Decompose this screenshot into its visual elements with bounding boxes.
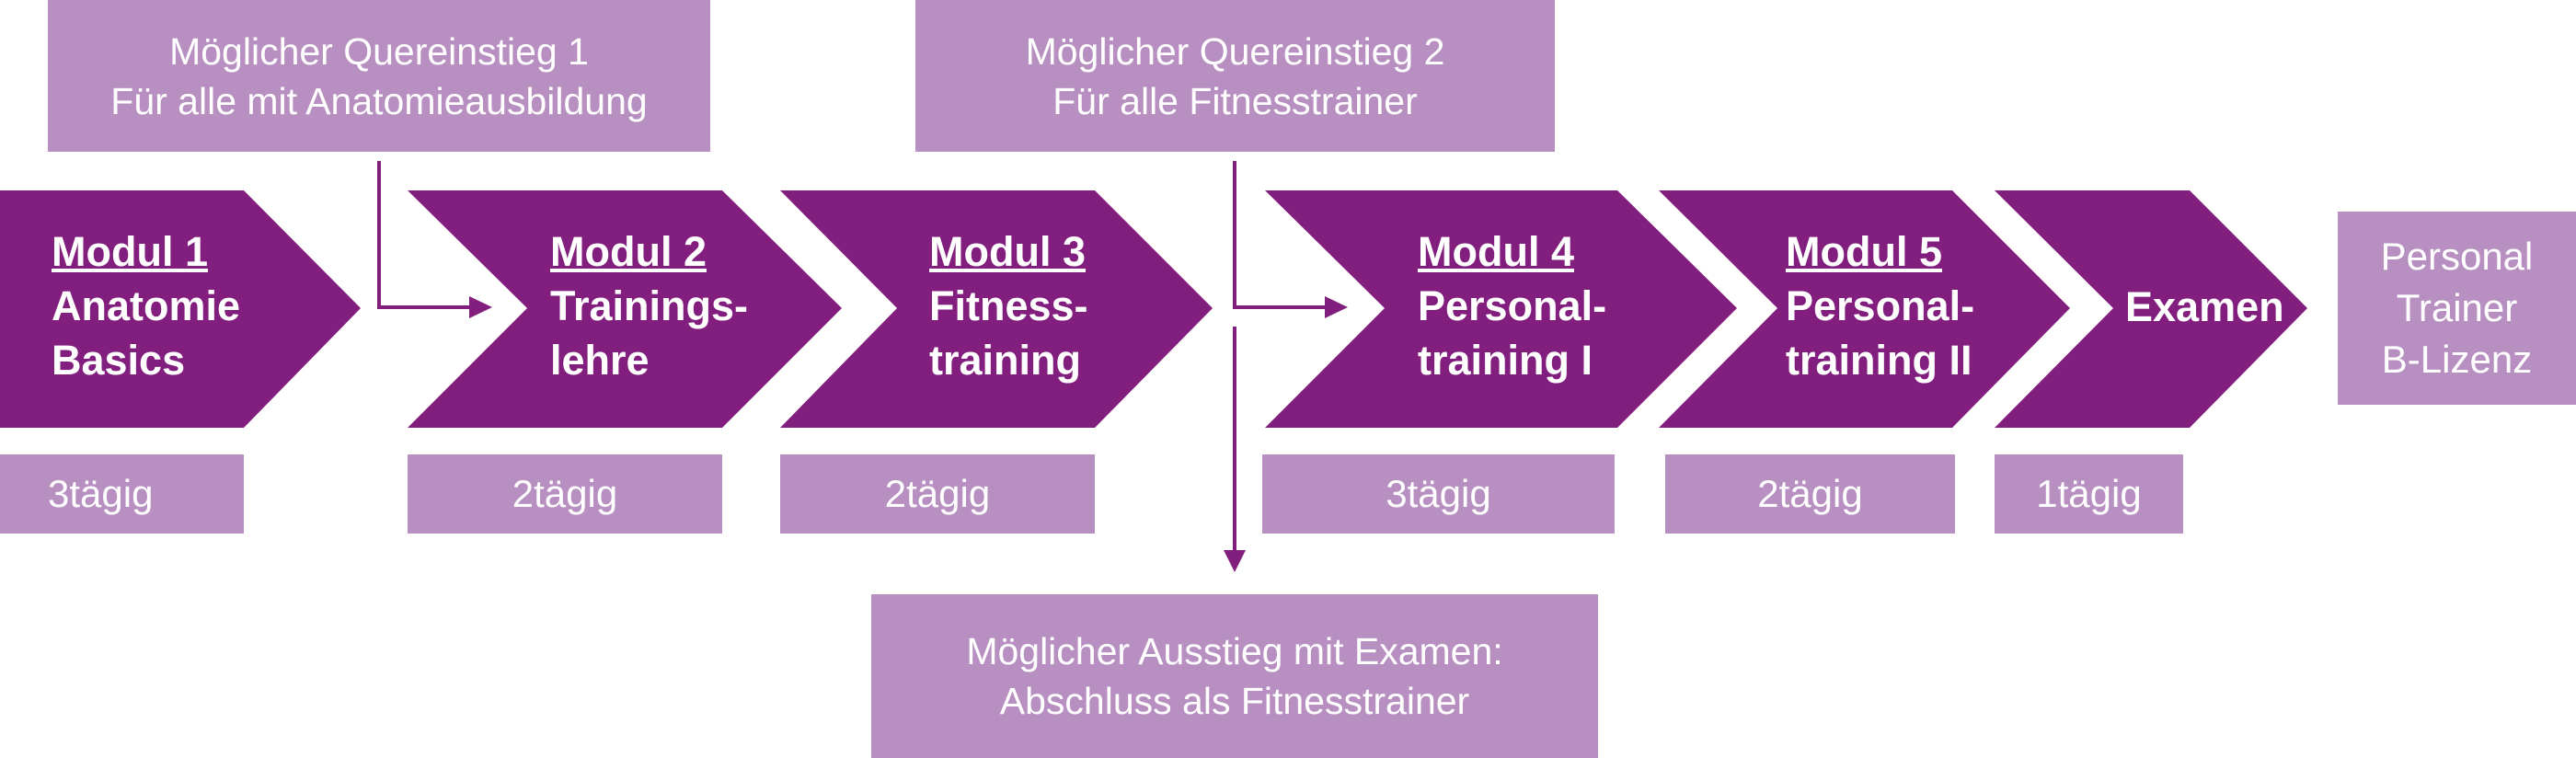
duration-module-3-label: 2tägig [884,472,991,515]
module-5-line1: Personal- [1786,282,1975,329]
result-line1: Personal [2380,235,2534,278]
result-line3: B-Lizenz [2381,338,2533,381]
chevron-module-4 [1265,190,1737,428]
exit-line2: Abschluss als Fitnesstrainer [999,680,1470,722]
exit-arrow-head [1224,550,1246,572]
duration-module-2-label: 2tägig [512,472,618,515]
duration-module-3: 2tägig [780,454,1095,534]
result-box: Personal Trainer B-Lizenz [2338,212,2576,405]
chevron-exam [1995,190,2307,428]
exam-label: Examen [2125,283,2284,330]
module-2-line2: lehre [550,337,650,384]
duration-exam: 1tägig [1995,454,2183,534]
duration-exam-label: 1tägig [2036,472,2142,515]
entry-box-2: Möglicher Quereinstieg 2 Für alle Fitnes… [915,0,1555,152]
entry-arrow-2-head [1325,296,1348,318]
module-1-line2: Basics [52,337,186,384]
duration-module-1: 3tägig [0,454,244,534]
result-line2: Trainer [2396,286,2518,329]
entry-2-line2: Für alle Fitnesstrainer [1052,79,1418,122]
module-5-line2: training II [1786,337,1972,384]
entry-1-line1: Möglicher Quereinstieg 1 [169,29,589,73]
chevron-module-2 [408,190,842,428]
duration-module-5: 2tägig [1665,454,1955,534]
duration-module-2: 2tägig [408,454,722,534]
module-3-title: Modul 3 [929,228,1086,275]
module-1-title: Modul 1 [52,228,208,275]
entry-box-1: Möglicher Quereinstieg 1 Für alle mit An… [48,0,710,152]
module-4-text: Modul 4 Personal- training I [1418,224,1606,387]
module-4-line2: training I [1418,337,1593,384]
module-2-title: Modul 2 [550,228,707,275]
module-1-line1: Anatomie [52,282,241,329]
chevron-module-1 [0,190,361,428]
duration-module-1-label: 3tägig [48,472,154,515]
entry-arrow-1-head [469,296,492,318]
module-2-text: Modul 2 Trainings- lehre [550,224,748,387]
entry-arrow-1 [377,161,477,309]
module-4-line1: Personal- [1418,282,1607,329]
duration-module-4-label: 3tägig [1386,472,1491,515]
exam-text: Examen [2125,280,2284,334]
module-5-text: Modul 5 Personal- training II [1786,224,1974,387]
module-3-line2: training [929,337,1081,384]
entry-arrow-2 [1233,161,1332,309]
module-2-line1: Trainings- [550,282,749,329]
module-5-title: Modul 5 [1786,228,1942,275]
exit-line1: Möglicher Ausstieg mit Examen: [966,630,1503,672]
entry-2-line1: Möglicher Quereinstieg 2 [1025,29,1445,73]
entry-1-line2: Für alle mit Anatomieausbildung [110,79,648,122]
exit-box: Möglicher Ausstieg mit Examen: Abschluss… [871,594,1598,758]
module-3-text: Modul 3 Fitness- training [929,224,1088,387]
module-4-title: Modul 4 [1418,228,1574,275]
duration-module-4: 3tägig [1262,454,1615,534]
module-1-text: Modul 1 Anatomie Basics [52,224,240,387]
module-3-line1: Fitness- [929,282,1088,329]
chevron-module-3 [780,190,1213,428]
chevron-module-5 [1659,190,2070,428]
duration-module-5-label: 2tägig [1757,472,1863,515]
